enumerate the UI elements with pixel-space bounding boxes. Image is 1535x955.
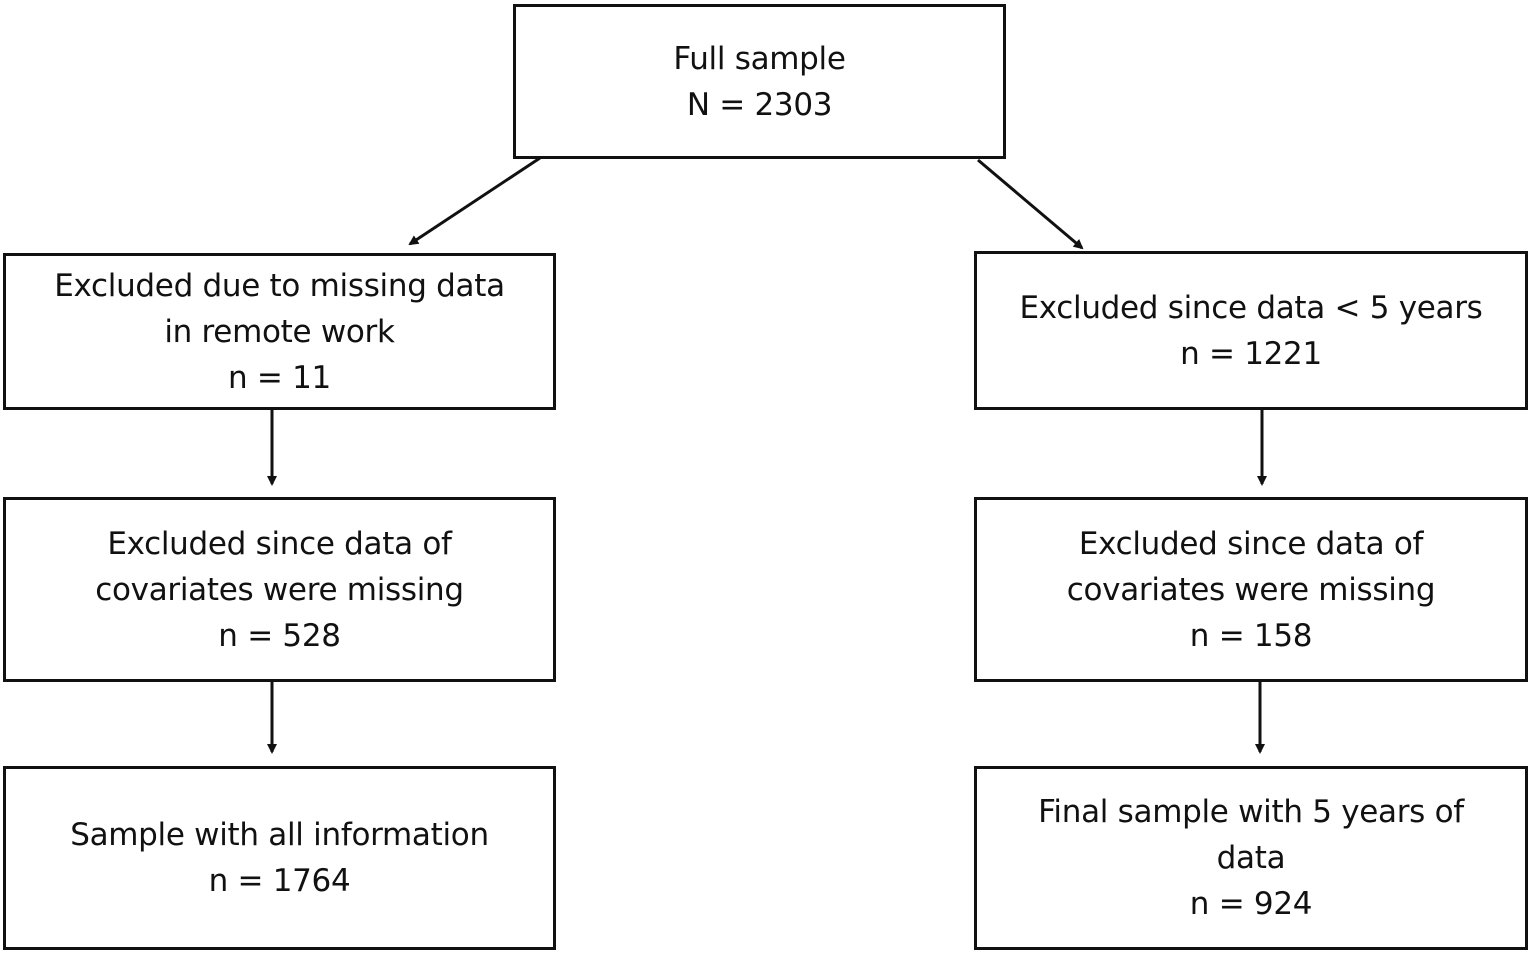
excluded-covariates-right-box: Excluded since data of covariates were m… xyxy=(974,497,1528,682)
excluded-missing-remote-work-count: n = 11 xyxy=(228,359,331,396)
full-sample-box: Full sample N = 2303 xyxy=(513,4,1006,159)
full-sample-count: N = 2303 xyxy=(686,86,833,123)
arrow-root-to-left xyxy=(408,156,541,246)
excluded-covariates-left-line2: covariates were missing xyxy=(95,571,464,608)
excluded-missing-remote-work-line1: Excluded due to missing data xyxy=(54,267,505,304)
sample-all-information-count: n = 1764 xyxy=(208,863,351,899)
excluded-covariates-right-line2: covariates were missing xyxy=(1066,571,1436,608)
final-sample-box: Final sample with 5 years of data n = 92… xyxy=(974,766,1528,950)
final-sample-line1: Final sample with 5 years of xyxy=(1038,794,1464,830)
excluded-covariates-right-line1: Excluded since data of xyxy=(1078,525,1424,562)
full-sample-title: Full sample xyxy=(673,40,846,77)
excluded-short-data-line1: Excluded since data < 5 years xyxy=(1019,289,1483,326)
excluded-short-data-count: n = 1221 xyxy=(1180,335,1322,372)
excluded-missing-remote-work-line2: in remote work xyxy=(164,313,395,350)
final-sample-line2: data xyxy=(1216,840,1286,876)
excluded-missing-remote-work-box: Excluded due to missing data in remote w… xyxy=(3,253,556,410)
excluded-covariates-left-count: n = 528 xyxy=(218,617,341,654)
final-sample-count: n = 924 xyxy=(1189,886,1313,922)
excluded-covariates-left-box: Excluded since data of covariates were m… xyxy=(3,497,556,682)
excluded-short-data-box: Excluded since data < 5 years n = 1221 xyxy=(974,251,1528,410)
arrow-root-to-right xyxy=(977,158,1084,250)
sample-all-information-line1: Sample with all information xyxy=(70,817,489,853)
excluded-covariates-left-line1: Excluded since data of xyxy=(107,525,452,562)
excluded-covariates-right-count: n = 158 xyxy=(1189,617,1313,654)
sample-all-information-box: Sample with all information n = 1764 xyxy=(3,766,556,950)
